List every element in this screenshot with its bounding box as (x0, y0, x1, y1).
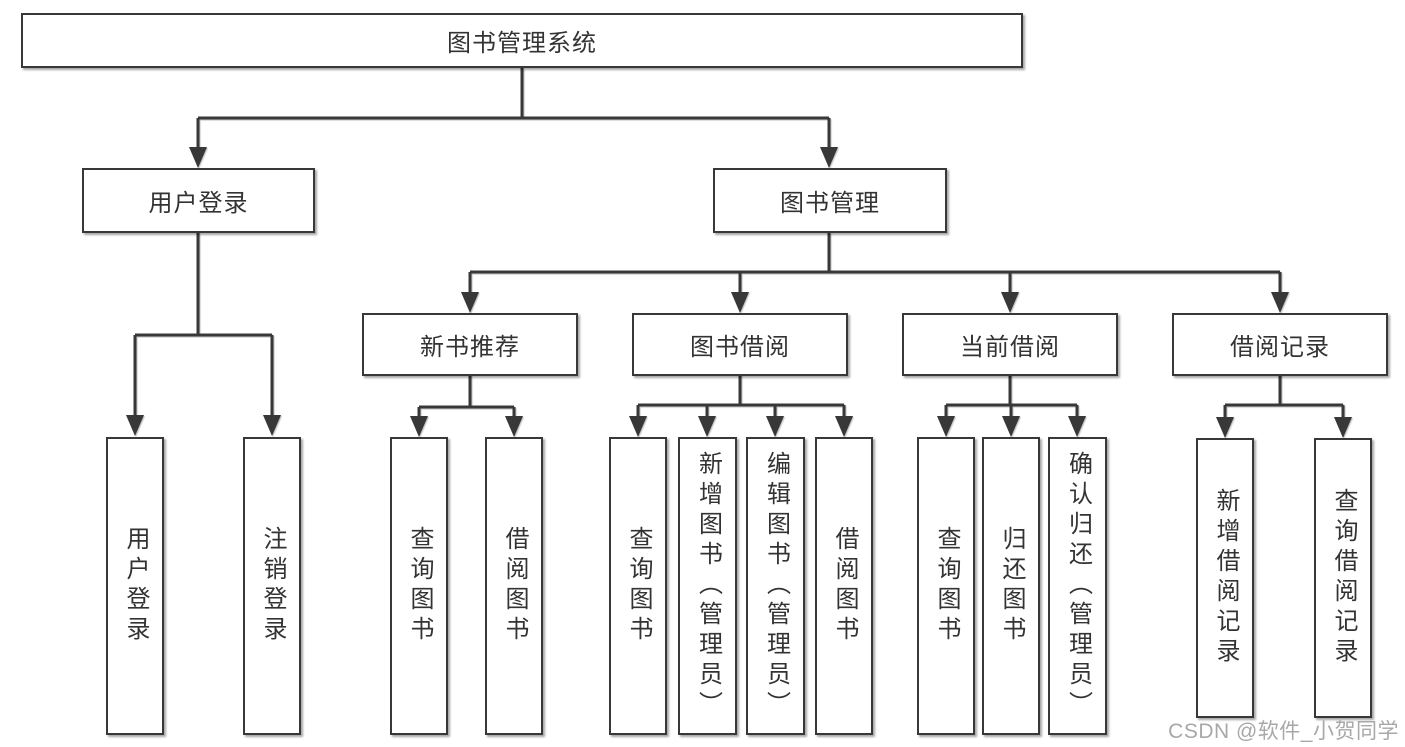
node-book-management: 图书管理 (713, 168, 947, 233)
node-label: 借阅记录 (1230, 334, 1330, 361)
arrowheads (126, 147, 1352, 438)
node-confirm-return-admin: 确认归还（管理员） (1048, 437, 1107, 735)
node-label: 用户登录 (148, 190, 249, 217)
node-label: 图书管理 (780, 190, 880, 217)
node-label: 查询图书 (933, 526, 960, 646)
node-borrow-books-borrowing: 借阅图书 (815, 437, 873, 735)
node-query-borrow-record: 查询借阅记录 (1314, 438, 1372, 718)
node-label: 查询借阅记录 (1330, 488, 1357, 668)
node-query-books-recommend: 查询图书 (390, 437, 448, 735)
node-borrow-books-recommend: 借阅图书 (485, 437, 543, 735)
node-library-management-system: 图书管理系统 (21, 13, 1023, 68)
node-edit-books-admin: 编辑图书（管理员） (746, 437, 805, 735)
node-label: 图书借阅 (690, 334, 790, 361)
node-label: 归还图书 (998, 526, 1025, 646)
node-label: 查询图书 (625, 526, 652, 646)
node-add-borrow-record: 新增借阅记录 (1196, 438, 1254, 718)
node-logout-action: 注销登录 (243, 437, 301, 735)
node-current-borrowing: 当前借阅 (902, 313, 1118, 376)
node-borrowing-records: 借阅记录 (1172, 313, 1388, 376)
node-label: 借阅图书 (501, 526, 528, 646)
node-label: 图书管理系统 (447, 30, 597, 57)
node-label: 查询图书 (406, 526, 433, 646)
node-label: 确认归还（管理员） (1064, 451, 1092, 721)
node-label: 新增图书（管理员） (694, 451, 722, 721)
node-label: 注销登录 (259, 526, 286, 646)
node-book-borrowing: 图书借阅 (632, 313, 848, 376)
node-new-book-recommendation: 新书推荐 (362, 313, 578, 376)
node-user-login-action: 用户登录 (106, 437, 164, 735)
node-return-books: 归还图书 (982, 437, 1040, 735)
tree-edges (133, 68, 1345, 417)
node-query-books-current: 查询图书 (917, 437, 975, 735)
node-add-books-admin: 新增图书（管理员） (678, 437, 737, 735)
node-label: 用户登录 (122, 526, 149, 646)
csdn-watermark: CSDN @软件_小贺同学 (1168, 720, 1399, 743)
node-label: 借阅图书 (831, 526, 858, 646)
node-label: 编辑图书（管理员） (762, 451, 790, 721)
node-label: 当前借阅 (960, 334, 1060, 361)
node-label: 新书推荐 (420, 334, 520, 361)
node-user-login: 用户登录 (82, 168, 315, 233)
node-label: 新增借阅记录 (1212, 488, 1239, 668)
node-query-books-borrowing: 查询图书 (609, 437, 667, 735)
